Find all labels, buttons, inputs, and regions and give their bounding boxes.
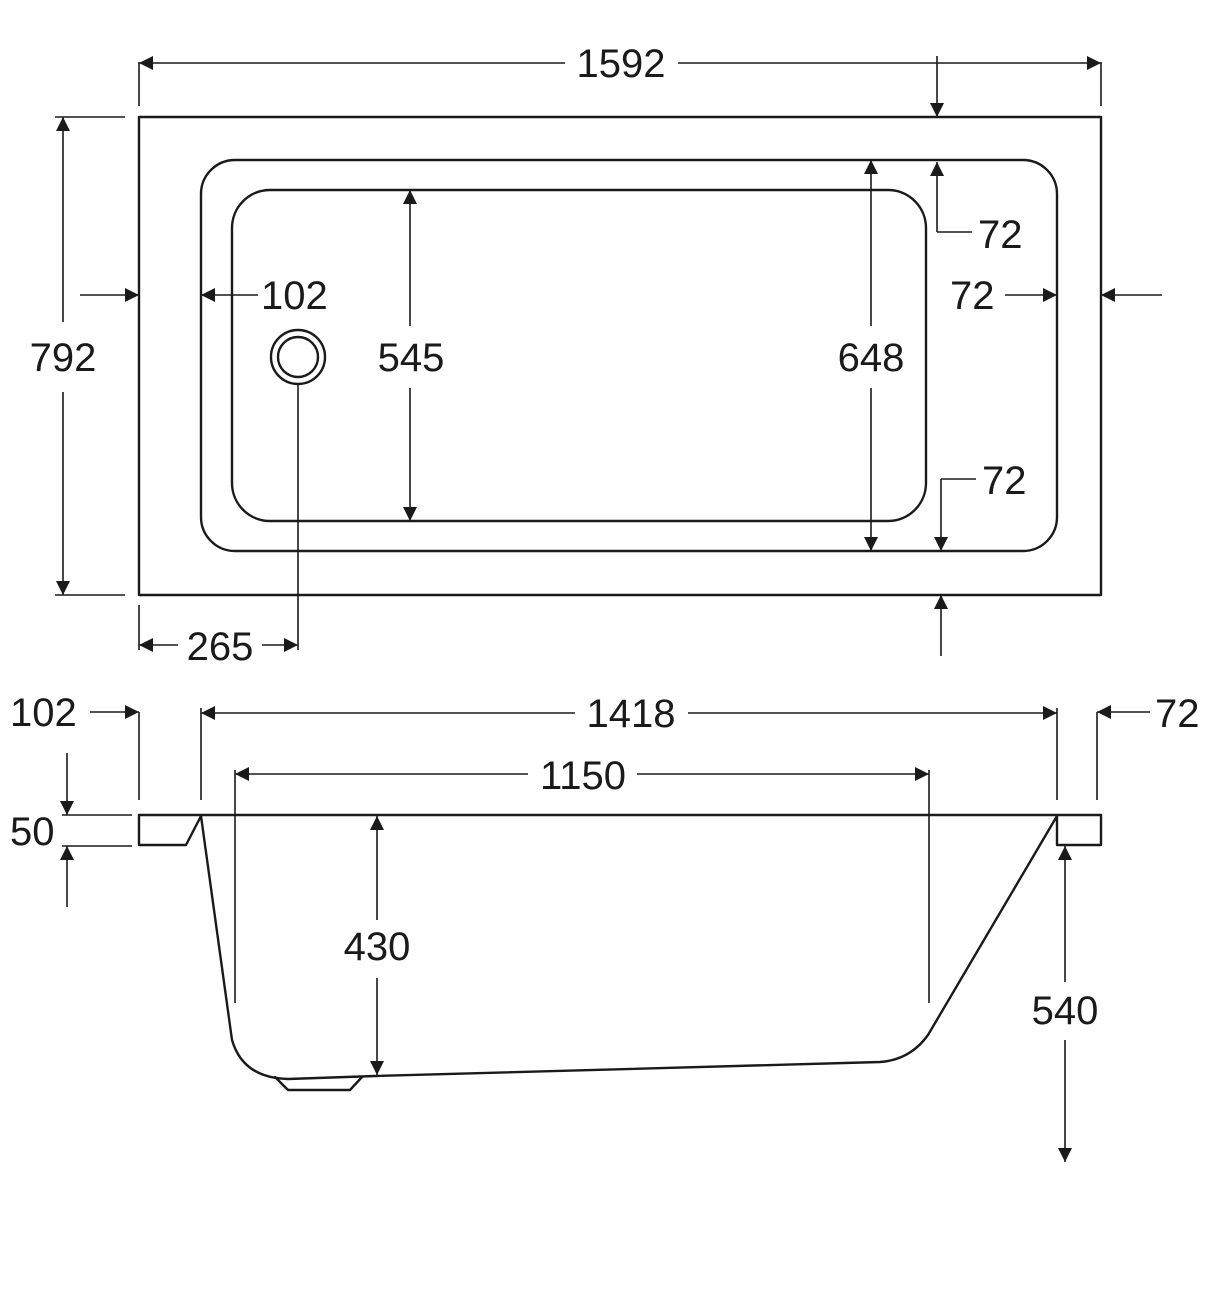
tub-outer-outline <box>137 115 1103 597</box>
rim-thickness-label: 50 <box>10 810 55 854</box>
section-view: 102 1418 72 1150 50 430 540 <box>10 691 1200 1162</box>
tap-end-rim-label: 72 <box>950 274 995 318</box>
section-rim-left-label: 102 <box>10 691 77 735</box>
tub-floor-outline <box>230 188 928 523</box>
inner-length-label: 1418 <box>587 692 676 736</box>
tub-section-profile <box>137 813 1103 1081</box>
top-rim-label: 72 <box>978 213 1023 257</box>
tub-feet <box>273 1075 364 1092</box>
total-height-label: 540 <box>1032 989 1099 1033</box>
overall-length-label: 1592 <box>577 42 666 86</box>
waste-outlet <box>269 328 327 386</box>
section-rim-right-label: 72 <box>1155 692 1200 736</box>
waste-end-rim-label: 102 <box>261 274 328 318</box>
waste-offset-label: 265 <box>187 625 254 669</box>
tub-inner-rim <box>199 158 1059 553</box>
overall-width-label: 792 <box>30 336 97 380</box>
depth-label: 430 <box>344 925 411 969</box>
inner-width-label: 648 <box>838 336 905 380</box>
plan-view: 1592 792 102 72 72 72 545 648 <box>30 42 1162 669</box>
floor-length-label: 1150 <box>540 754 626 798</box>
bottom-rim-label: 72 <box>982 459 1027 503</box>
floor-width-label: 545 <box>378 336 445 380</box>
